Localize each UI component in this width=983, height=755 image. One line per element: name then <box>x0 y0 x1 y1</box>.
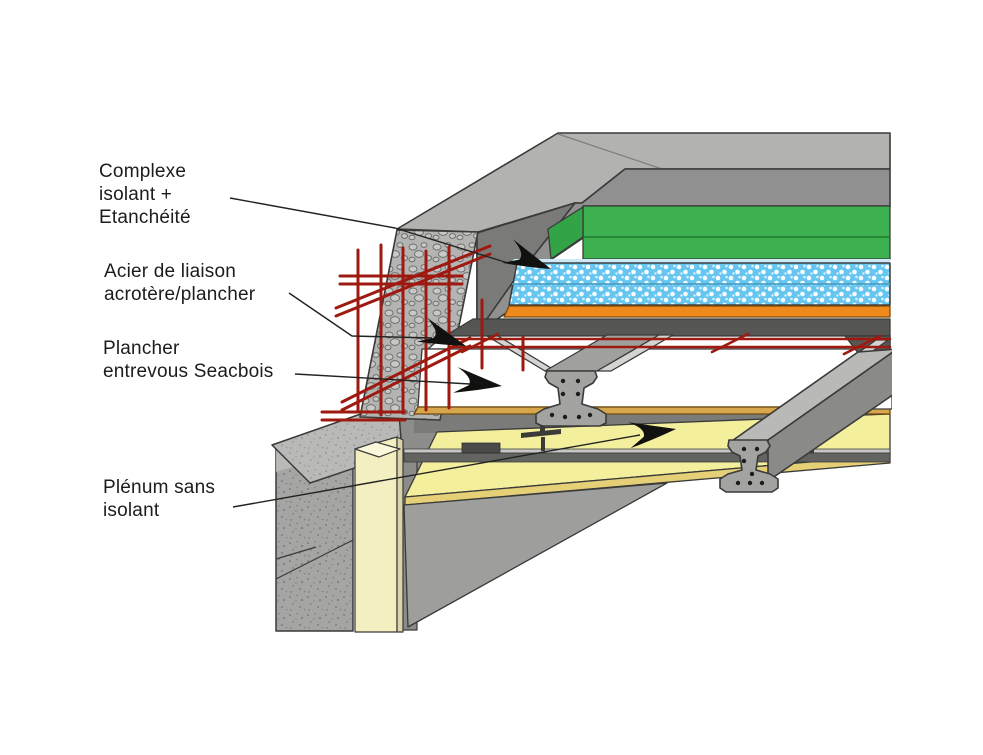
label-complexe-isolant: Complexe isolant + Etanchéité <box>99 160 191 229</box>
green-layer-corner <box>547 206 584 260</box>
label-line: acrotère/plancher <box>104 284 256 305</box>
label-line: entrevous Seacbois <box>103 361 274 382</box>
orange-layer <box>503 305 891 318</box>
joist-middle <box>535 370 607 427</box>
ceiling-rail <box>403 442 891 463</box>
rebar <box>320 243 892 422</box>
room-side-gray <box>403 482 668 628</box>
ceiling-hanger-left <box>521 424 561 451</box>
label-line: Acier de liaison <box>104 261 237 282</box>
concrete-slab <box>444 318 891 337</box>
label-acier-de-liaison: Acier de liaison acrotère/plancher <box>104 260 255 306</box>
label-line: isolant <box>103 500 160 521</box>
label-line: Plancher <box>103 338 180 359</box>
green-layer-front <box>582 205 891 260</box>
label-plancher-seacbois: Plancher entrevous Seacbois <box>103 337 273 383</box>
leader-lines <box>229 197 641 508</box>
joist-right-beam <box>719 348 892 493</box>
label-line: Etanchéité <box>99 207 191 228</box>
label-line: Plénum sans <box>103 477 216 498</box>
roof-layers <box>444 205 891 337</box>
label-line: isolant + <box>99 184 173 205</box>
label-line: Complexe <box>99 161 187 182</box>
wood-panel <box>413 406 891 415</box>
label-plenum-sans-isolant: Plénum sans isolant <box>103 476 215 522</box>
